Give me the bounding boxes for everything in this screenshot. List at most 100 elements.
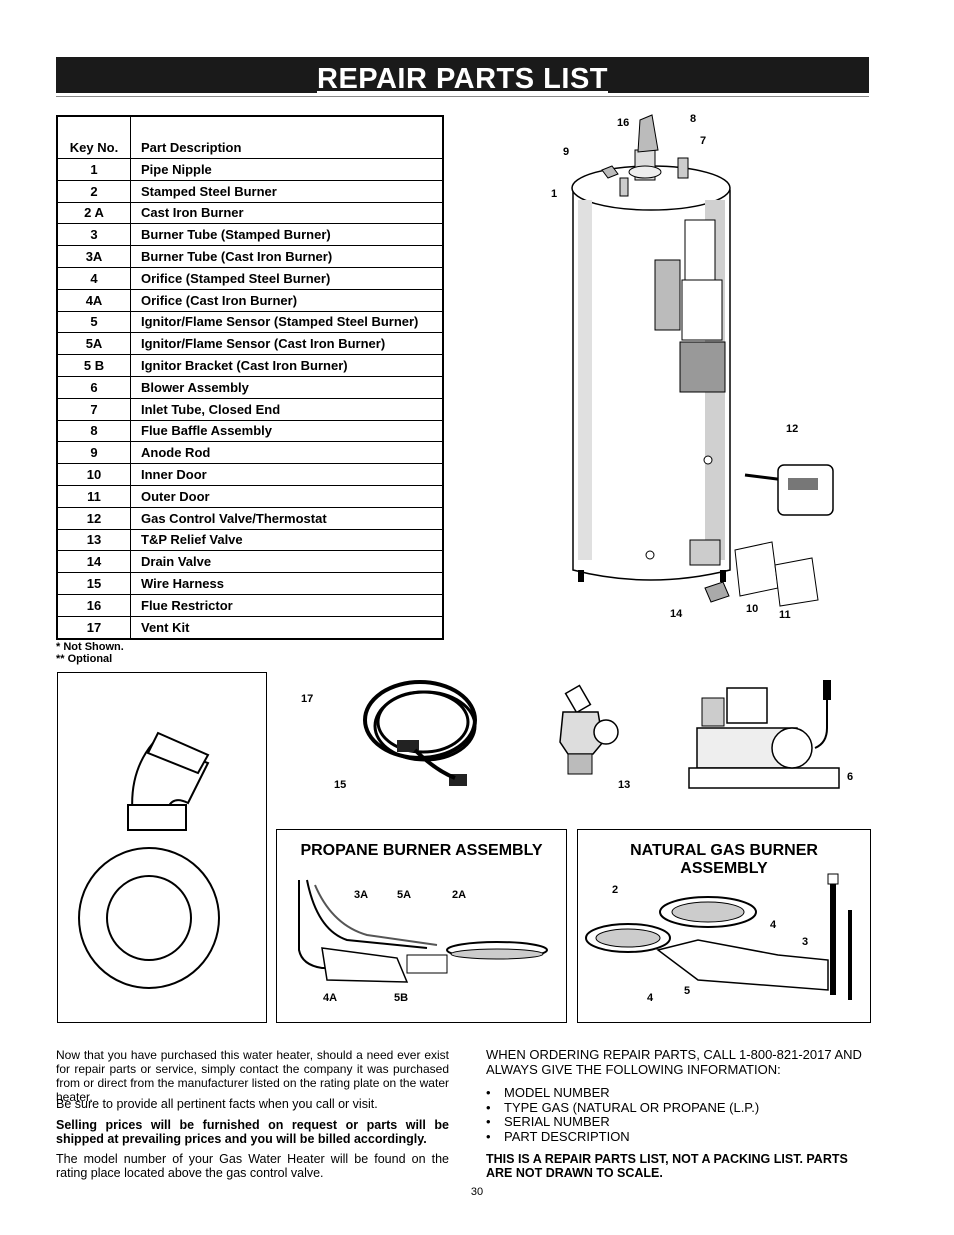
part-description-cell: Stamped Steel Burner (130, 180, 443, 203)
callout-8: 8 (690, 113, 697, 125)
callout-3: 3 (802, 936, 809, 948)
callout-5: 5 (684, 985, 691, 997)
key-no-cell: 15 (57, 572, 131, 595)
part-description-cell: Ignitor/Flame Sensor (Cast Iron Burner) (130, 332, 443, 356)
key-no-cell: 4A (57, 289, 131, 312)
callout-9: 9 (563, 146, 570, 158)
callout-2a: 2A (452, 889, 467, 901)
part-description-cell: Pipe Nipple (130, 158, 443, 181)
key-no-cell: 5 B (57, 354, 131, 377)
key-no-cell: 2 (57, 180, 131, 203)
callout-5b: 5B (394, 992, 409, 1004)
natural-gas-burner-illustration (585, 873, 852, 1000)
part-description-cell: Anode Rod (130, 441, 443, 465)
propane-burner-illustration (298, 879, 548, 983)
callout-14: 14 (670, 608, 683, 620)
part-description-cell: Inlet Tube, Closed End (130, 398, 443, 421)
pertinent-facts-paragraph: Be sure to provide all pertinent facts w… (56, 1097, 378, 1111)
relief-valve-illustration (559, 684, 619, 775)
key-no-cell: 17 (57, 616, 131, 639)
key-no-cell: 2 A (57, 202, 131, 225)
part-description-cell: T&P Relief Valve (130, 529, 443, 552)
key-no-cell: 3 (57, 223, 131, 247)
key-no-cell: 16 (57, 594, 131, 617)
part-description-cell: Flue Baffle Assembly (130, 420, 443, 443)
callout-1: 1 (551, 188, 558, 200)
key-no-cell: 13 (57, 529, 131, 552)
part-description-cell: Burner Tube (Cast Iron Burner) (130, 245, 443, 268)
page-title: REPAIR PARTS LIST (317, 63, 608, 95)
callout-12: 12 (786, 423, 799, 435)
key-no-cell: 10 (57, 463, 131, 486)
callout-3a: 3A (354, 889, 369, 901)
key-no-cell: 9 (57, 441, 131, 465)
part-description-cell: Drain Valve (130, 550, 443, 574)
part-description-cell: Orifice (Cast Iron Burner) (130, 289, 443, 312)
key-no-cell: 11 (57, 485, 131, 508)
ordering-info-list: MODEL NUMBER TYPE GAS (NATURAL OR PROPAN… (486, 1085, 759, 1145)
footnote-optional: ** Optional (56, 653, 113, 665)
callout-10: 10 (746, 603, 759, 615)
wire-harness-illustration (363, 680, 477, 786)
part-description-cell: Ignitor/Flame Sensor (Stamped Steel Burn… (130, 311, 443, 334)
blower-assembly-illustration (688, 680, 840, 789)
list-item: PART DESCRIPTION (486, 1129, 759, 1145)
footnote-not-shown: * Not Shown. (56, 641, 124, 653)
list-item: TYPE GAS (NATURAL OR PROPANE (L.P.) (486, 1100, 759, 1116)
callout-5a: 5A (397, 889, 412, 901)
not-packing-list-notice: THIS IS A REPAIR PARTS LIST, NOT A PACKI… (486, 1152, 848, 1180)
vent-kit-illustration (78, 731, 220, 989)
page-number: 30 (470, 1186, 484, 1198)
callout-7: 7 (700, 135, 707, 147)
part-description-cell: Blower Assembly (130, 376, 443, 399)
callout-16: 16 (617, 117, 630, 129)
propane-box-title: PROPANE BURNER ASSEMBLY (300, 842, 543, 859)
callout-11: 11 (779, 609, 791, 621)
key-no-cell: 6 (57, 376, 131, 399)
ordering-intro: WHEN ORDERING REPAIR PARTS, CALL 1-800-8… (486, 1047, 862, 1077)
model-number-paragraph: The model number of your Gas Water Heate… (56, 1152, 449, 1180)
callout-4a: 4A (323, 992, 338, 1004)
title-banner: REPAIR PARTS LIST (56, 57, 869, 95)
natural-gas-box-title: NATURAL GAS BURNER ASSEMBLY (630, 842, 818, 877)
callout-4-top: 4 (770, 919, 777, 931)
key-no-cell: 5A (57, 332, 131, 356)
part-description-cell: Cast Iron Burner (130, 202, 443, 225)
part-description-cell: Outer Door (130, 485, 443, 508)
callout-13: 13 (618, 779, 631, 791)
parts-table-header: Key No. Part Description (57, 116, 443, 159)
key-no-cell: 4 (57, 267, 131, 290)
list-item: MODEL NUMBER (486, 1085, 759, 1101)
water-heater-diagram (571, 114, 834, 607)
key-no-cell: 5 (57, 311, 131, 334)
propane-burner-box: PROPANE BURNER ASSEMBLY 3A 5A 2A 4A 5B (276, 829, 567, 1023)
pricing-paragraph: Selling prices will be furnished on requ… (56, 1118, 449, 1146)
part-description-cell: Ignitor Bracket (Cast Iron Burner) (130, 354, 443, 377)
key-no-cell: 14 (57, 550, 131, 574)
vent-kit-box (57, 672, 267, 1023)
callout-4-bottom: 4 (647, 992, 654, 1004)
part-description-cell: Inner Door (130, 463, 443, 486)
key-no-cell: 3A (57, 245, 131, 268)
key-no-cell: 8 (57, 420, 131, 443)
part-description-cell: Wire Harness (130, 572, 443, 595)
part-description-cell: Gas Control Valve/Thermostat (130, 507, 443, 530)
